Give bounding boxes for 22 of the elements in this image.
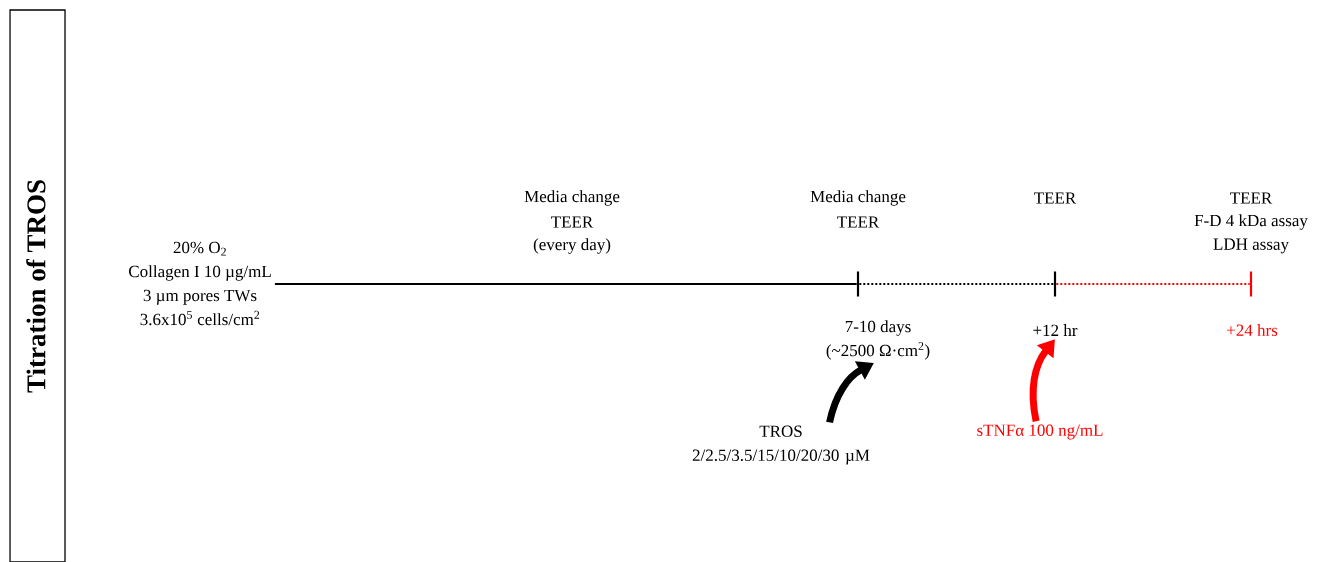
timeline-label: Media change: [524, 190, 620, 206]
timepoint-label: Media change: [810, 190, 906, 206]
step-text: TROS 2/2.5/3.5/15/10/20/30 µM: [692, 425, 870, 465]
timeline-label: (every day): [533, 238, 611, 254]
timepoint-label: TEER: [1034, 192, 1077, 204]
timeline-segment: [858, 283, 1055, 285]
step-text: sTNFα 100 ng/mL: [977, 424, 1103, 440]
title-band: Titration of TROS: [9, 9, 66, 562]
step-text: +24 hrs: [1227, 324, 1278, 336]
timeline-segment: [1055, 283, 1251, 285]
timepoint-tick: [856, 271, 860, 297]
timepoint-label: TEER: [1230, 192, 1273, 204]
step-text: 20% O$_{2}$ Collagen I 10 µg/mL 3 µm pores TWs 3.6x10$^{5}$ cells/cm$^{2}$: [129, 241, 271, 326]
timeline-segment: [273, 283, 858, 285]
timepoint-tick: [1249, 271, 1253, 297]
timepoint-tick: [1053, 271, 1057, 297]
step-text: 7-10 days (~2500 Ω·cm$^{2}$): [826, 320, 930, 360]
timepoint-label: LDH assay: [1213, 238, 1289, 254]
timeline-label: TEER: [551, 216, 594, 228]
step-text: +12 hr: [1033, 324, 1078, 336]
timepoint-label: TEER: [837, 216, 880, 228]
timepoint-label: F-D 4 kDa assay: [1194, 214, 1308, 230]
